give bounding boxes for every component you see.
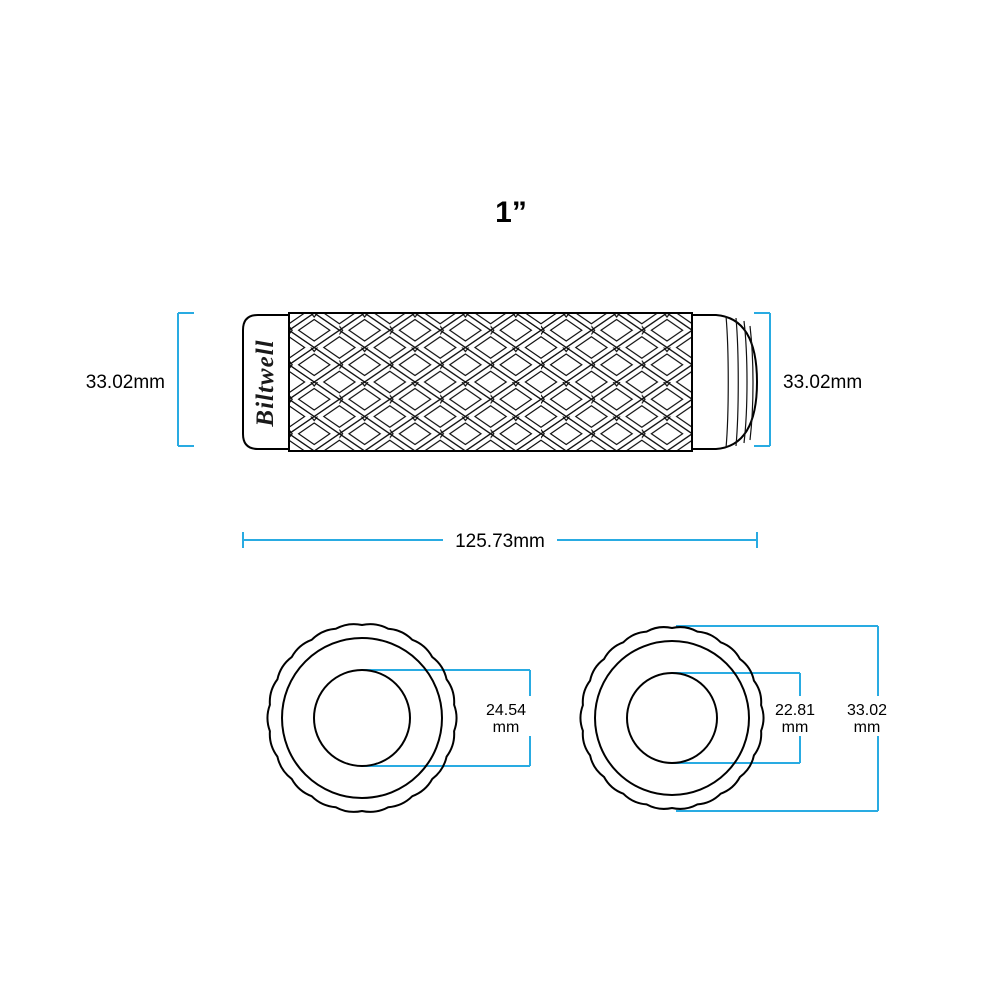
right-end-cap — [691, 314, 759, 450]
svg-text:mm: mm — [782, 719, 809, 736]
bar-size-title: 1” — [495, 196, 527, 229]
end-view-right — [579, 626, 765, 810]
left-inner-bore — [313, 669, 411, 767]
left-scalloped-outer-edge — [266, 623, 458, 813]
right-scalloped-outer-edge — [579, 626, 765, 810]
left-outer-ring — [281, 637, 443, 799]
length-label-mask — [443, 528, 557, 554]
right-inner-bore — [626, 672, 718, 764]
biltwell-logo: Biltwell — [252, 339, 279, 427]
right-inner-label-mask — [765, 696, 825, 736]
knurl-body — [288, 312, 693, 452]
overall-length-label: 125.73mm — [455, 531, 545, 552]
dimension-left-height — [177, 312, 194, 447]
left-inner-diameter-label: 24.54 mm — [486, 702, 526, 736]
svg-text:24.54: 24.54 — [486, 702, 526, 719]
right-height-label: 33.02mm — [783, 372, 862, 393]
right-inner-diameter-label: 22.81 mm — [775, 702, 815, 736]
grip-side-view: Biltwell — [242, 312, 759, 452]
right-outer-ring — [594, 640, 750, 796]
svg-text:mm: mm — [493, 719, 520, 736]
end-view-left — [266, 623, 458, 813]
left-height-label: 33.02mm — [86, 372, 165, 393]
right-outer-label-mask — [838, 696, 897, 736]
right-outer-diameter-label: 33.02 mm — [847, 702, 887, 736]
end-cap-ribs — [725, 315, 754, 449]
left-end-cap: Biltwell — [242, 314, 290, 450]
svg-text:22.81: 22.81 — [775, 702, 815, 719]
left-inner-label-mask — [477, 696, 535, 736]
svg-text:mm: mm — [854, 719, 881, 736]
svg-text:33.02: 33.02 — [847, 702, 887, 719]
dimension-right-height — [754, 312, 771, 447]
